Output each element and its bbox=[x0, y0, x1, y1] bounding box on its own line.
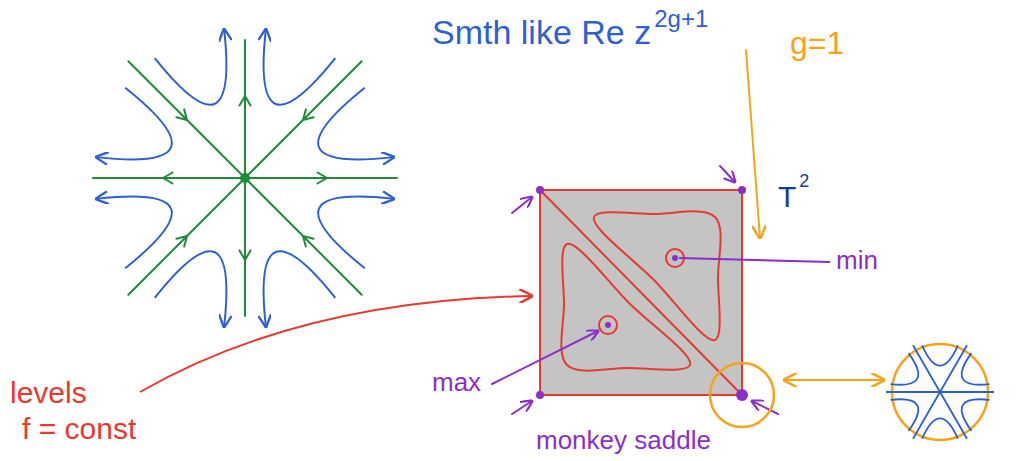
flow-curve bbox=[922, 345, 958, 365]
flow-arrowhead bbox=[303, 236, 314, 247]
flow-arrowhead bbox=[317, 173, 327, 184]
level-curve bbox=[599, 316, 617, 334]
separatrix-line bbox=[245, 177, 397, 179]
separatrix-line bbox=[128, 178, 245, 295]
flow-curve bbox=[318, 88, 393, 160]
corner-arrow bbox=[512, 401, 532, 414]
annotations bbox=[140, 50, 994, 440]
level-curve bbox=[561, 244, 690, 371]
separatrix-line bbox=[245, 178, 362, 295]
critical-point bbox=[605, 322, 611, 328]
flow-arrowhead bbox=[176, 109, 187, 120]
torus-square bbox=[540, 190, 742, 395]
specialization-arrow bbox=[746, 50, 760, 238]
flow-curve bbox=[264, 29, 336, 104]
saddle-flow bbox=[93, 29, 397, 326]
separatrix-line bbox=[244, 40, 246, 178]
flow-curve bbox=[155, 251, 227, 326]
flow-curve bbox=[962, 399, 990, 431]
separatrix-line bbox=[93, 177, 245, 179]
flow-curve bbox=[962, 353, 990, 385]
flow-curve bbox=[264, 251, 336, 326]
flow-curve bbox=[891, 353, 919, 385]
surface-label: T bbox=[778, 180, 796, 213]
note-text: f = const bbox=[22, 412, 136, 445]
corner-arrow bbox=[512, 197, 532, 213]
genus-label: g=1 bbox=[790, 26, 844, 61]
superscript: 2 bbox=[799, 172, 809, 192]
flow-arrowhead bbox=[240, 250, 251, 260]
flow-curve bbox=[96, 88, 171, 160]
superscript: 2g+1 bbox=[654, 6, 708, 32]
zoom-circle bbox=[710, 363, 774, 427]
separatrix-line bbox=[886, 391, 940, 393]
flow-arrowhead bbox=[240, 96, 251, 106]
flow-arrowhead bbox=[176, 236, 187, 247]
flow-curve bbox=[891, 399, 919, 431]
flow-curve bbox=[155, 29, 227, 104]
separatrix-line bbox=[244, 178, 246, 316]
separatrix-line bbox=[940, 391, 994, 393]
point-label: monkey saddle bbox=[536, 426, 711, 455]
level-diagonal bbox=[540, 190, 742, 395]
flow-arrowhead bbox=[303, 109, 314, 120]
level-curve bbox=[594, 211, 721, 340]
point-label: min bbox=[836, 246, 878, 275]
point-label: max bbox=[432, 368, 481, 397]
saddle-point bbox=[240, 173, 250, 183]
corner-dot bbox=[536, 186, 544, 194]
flow-curve bbox=[318, 197, 393, 269]
critical-point bbox=[672, 255, 678, 261]
flow-arrowhead bbox=[163, 173, 173, 184]
flow-curve bbox=[96, 197, 171, 269]
leader-line bbox=[679, 258, 830, 262]
separatrix-line bbox=[245, 61, 362, 178]
separatrix-line bbox=[128, 61, 245, 178]
zoom-arrow bbox=[784, 379, 884, 381]
corner-arrow bbox=[720, 166, 735, 182]
note-text: levels bbox=[10, 376, 87, 409]
corner-dot bbox=[738, 186, 746, 194]
formula-text: Smth like Re z bbox=[432, 14, 651, 51]
flow-curve bbox=[922, 418, 958, 438]
corner-dot bbox=[536, 391, 544, 399]
leader-arrow bbox=[492, 331, 598, 384]
torus-square bbox=[536, 186, 748, 401]
saddle-point bbox=[736, 389, 748, 401]
